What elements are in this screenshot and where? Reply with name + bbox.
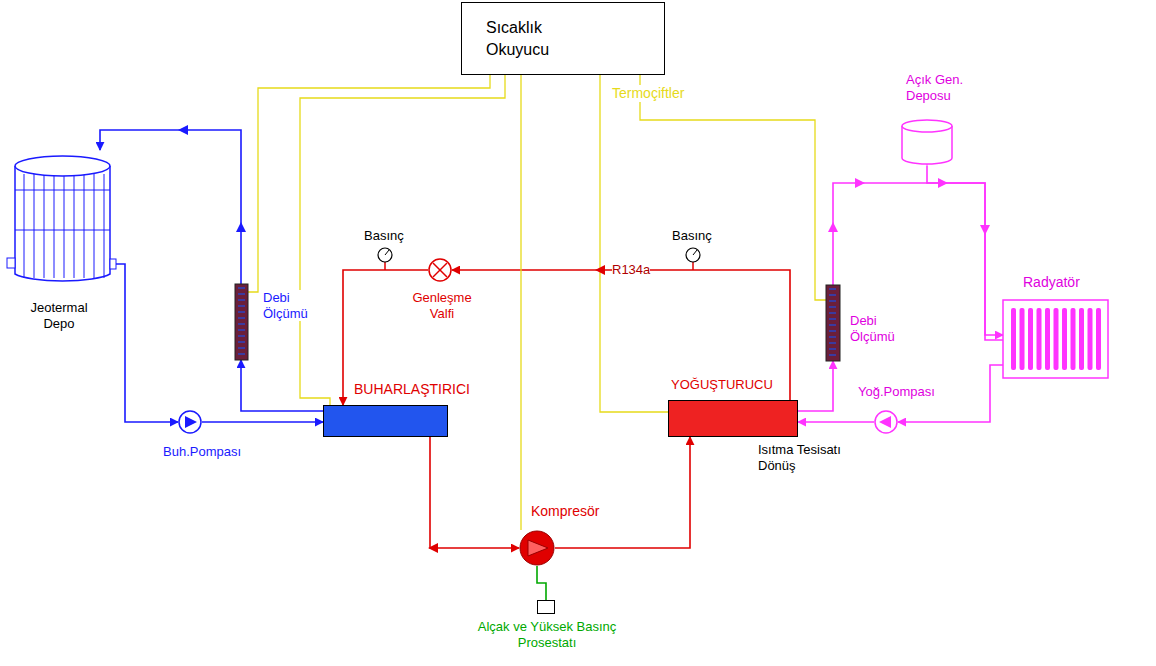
thermocouple-wire	[300, 75, 505, 405]
node-label: BUHARLAŞTIRICI	[354, 381, 470, 398]
thermocouple-label: Termoçiftler	[612, 85, 684, 102]
node-label: Açık Gen. Deposu	[906, 72, 998, 103]
node-label: Buh.Pompası	[163, 444, 241, 460]
pipe-line	[537, 566, 546, 600]
node-label: Debi Ölçümü	[850, 313, 910, 344]
pressure-gauge-label: Basınç	[364, 228, 404, 244]
pump-shape	[874, 410, 898, 434]
node-label: Genleşme Valfi	[406, 290, 478, 321]
pipe-line	[798, 421, 874, 423]
flow-meter: Debi Ölçümü	[826, 285, 840, 361]
return-line-label: Isıtma Tesisatı Dönüş	[758, 442, 868, 473]
evaporator: BUHARLAŞTIRICI	[323, 405, 448, 437]
pipe-line	[100, 130, 241, 284]
condenser: YOĞUŞTURUCU	[668, 400, 798, 437]
pressure-gauge-label: Basınç	[672, 228, 712, 244]
pipe-line	[927, 166, 1003, 340]
node-label: Jeotermal Depo	[24, 300, 94, 331]
node-label: Radyatör	[1023, 274, 1080, 291]
radiator-shape	[1003, 300, 1108, 378]
pipe-line	[555, 437, 690, 548]
node-label: Alçak ve Yüksek Basınç Prosestatı	[472, 619, 622, 650]
pipe-line	[241, 360, 323, 411]
thermocouple-wire	[248, 75, 490, 292]
pipe-line	[430, 437, 519, 548]
pump: Buh.Pompası	[178, 410, 202, 434]
node-label: YOĞUŞTURUCU	[671, 377, 773, 393]
pump: Yoğ.Pompası	[874, 410, 898, 434]
thermocouple-wire	[520, 75, 521, 530]
compressor-shape	[519, 530, 555, 566]
pipe-line	[115, 264, 178, 422]
pressure-switch: Alçak ve Yüksek Basınç Prosestatı	[537, 600, 555, 614]
temperature-reader: Sıcaklık Okuyucu	[461, 2, 665, 75]
refrigerant-label: R134a	[612, 262, 650, 278]
flow-meter-shape	[235, 284, 248, 360]
flow-meter: Debi Ölçümü	[235, 284, 248, 360]
expansion-tank-shape	[898, 118, 956, 166]
node-label: Yoğ.Pompası	[858, 384, 935, 400]
compressor: Kompresör	[519, 530, 555, 566]
pipe-line	[452, 270, 790, 400]
expansion-tank: Açık Gen. Deposu	[898, 118, 956, 166]
expansion-valve: Genleşme Valfi	[428, 258, 452, 282]
pipe-line	[798, 361, 833, 411]
thermocouple-wire	[640, 75, 826, 300]
node-label: Debi Ölçümü	[263, 290, 329, 321]
flow-meter-shape	[826, 285, 840, 361]
node-label: Kompresör	[531, 503, 599, 520]
node-label: Sıcaklık Okuyucu	[486, 17, 596, 60]
expansion-valve-shape	[428, 258, 452, 282]
thermocouple-wire	[600, 75, 668, 412]
pump-shape	[178, 410, 202, 434]
radiator: Radyatör	[1003, 300, 1108, 378]
geothermal-tank-shape	[10, 150, 115, 290]
geothermal-tank: Jeotermal Depo	[10, 150, 115, 290]
pipe-line	[202, 421, 323, 423]
